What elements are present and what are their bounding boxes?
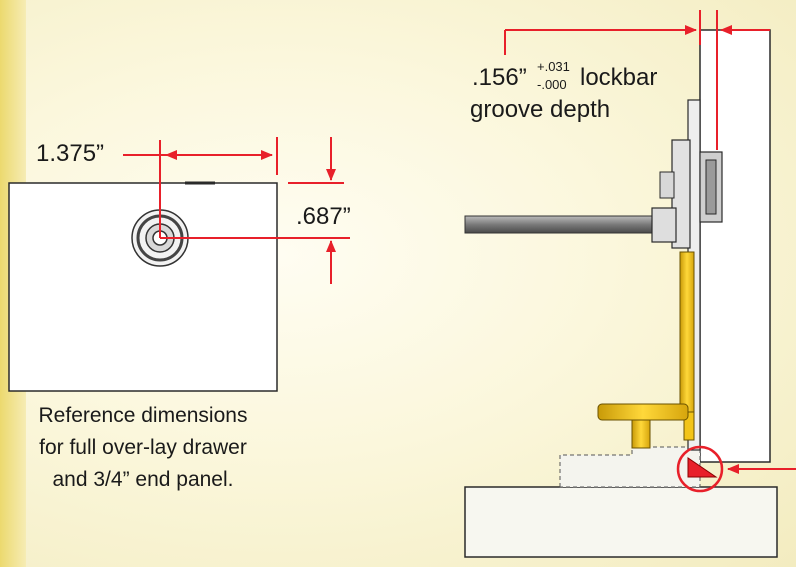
groove-dimension-desc-2: groove depth bbox=[470, 96, 611, 123]
tolerance-minus: -.000 bbox=[537, 77, 567, 92]
horizontal-dimension-line bbox=[123, 137, 278, 175]
lock-housing bbox=[659, 139, 723, 249]
shaft-bar bbox=[464, 207, 677, 243]
brass-lockbar bbox=[597, 251, 695, 449]
reference-caption: Reference dimensions for full over-lay d… bbox=[0, 400, 286, 496]
caption-line: Reference dimensions bbox=[38, 404, 248, 427]
vertical-dimension-label: .687” bbox=[296, 203, 351, 230]
caption-line: and 3/4” end panel. bbox=[52, 468, 234, 491]
cabinet-panel bbox=[699, 29, 771, 463]
horizontal-dimension-label: 1.375” bbox=[36, 140, 105, 167]
bottom-board bbox=[464, 486, 778, 558]
center-lines bbox=[159, 140, 350, 239]
latch-detail bbox=[676, 445, 796, 493]
tolerance-plus: +.031 bbox=[537, 59, 570, 74]
vertical-dimension-line bbox=[288, 137, 344, 284]
drawer-front-panel bbox=[8, 181, 278, 392]
groove-dimension-desc-1: lockbar bbox=[580, 64, 658, 91]
caption-line: for full over-lay drawer bbox=[39, 436, 247, 459]
groove-dimension-value: .156” bbox=[472, 64, 527, 91]
groove-depth-dimension bbox=[504, 10, 770, 150]
